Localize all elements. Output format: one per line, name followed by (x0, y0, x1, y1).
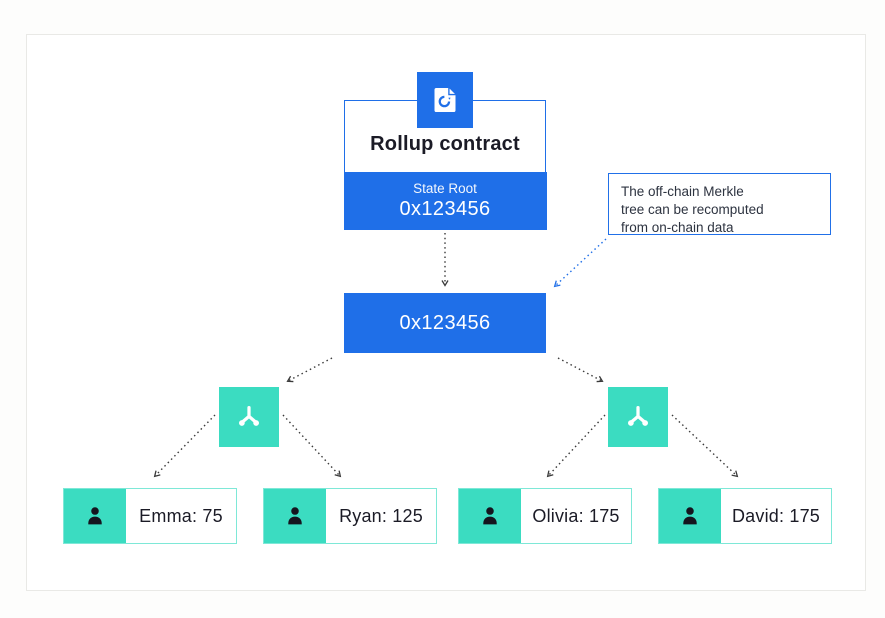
state-root-value: 0x123456 (399, 197, 491, 220)
note-line-1: The off-chain Merkle (621, 184, 744, 199)
avatar (64, 489, 126, 543)
rollup-contract-title: Rollup contract (370, 133, 520, 155)
arrow-root-to-branch-right (557, 357, 604, 383)
branch-node-left (219, 387, 279, 447)
leaf-label: Ryan: 125 (339, 505, 423, 526)
arrow-root-to-branch-left (286, 357, 333, 383)
contract-badge (417, 72, 473, 128)
person-icon (288, 507, 302, 525)
leaf-node-olivia: Olivia: 175 (458, 488, 632, 544)
arrow-note-to-merkle-root (553, 238, 607, 288)
note-line-2: tree can be recomputed (621, 201, 764, 217)
avatar (264, 489, 326, 543)
arrow-branch-left-to-leaf-1 (153, 414, 216, 478)
state-root-label: State Root (413, 180, 477, 196)
note-line-3: from on-chain data (621, 219, 734, 235)
person-icon (683, 507, 697, 525)
arrow-branch-left-to-leaf-2 (282, 414, 342, 478)
diagram-canvas: Rollup contract State Root 0x123456 The … (26, 34, 866, 591)
merkle-branch-icon (239, 406, 259, 426)
avatar (659, 489, 721, 543)
leaf-label: Emma: 75 (139, 505, 223, 526)
rollup-contract-node: Rollup contract State Root 0x123456 (343, 100, 547, 230)
avatar (459, 489, 521, 543)
person-icon (88, 507, 102, 525)
leaf-label: David: 175 (731, 505, 821, 526)
arrow-branch-right-to-leaf-4 (671, 414, 739, 478)
merkle-root-value: 0x123456 (399, 311, 491, 334)
leaf-node-david: David: 175 (658, 488, 832, 544)
leaf-node-ryan: Ryan: 125 (263, 488, 437, 544)
arrow-branch-right-to-leaf-3 (546, 414, 606, 478)
person-icon (483, 507, 497, 525)
leaf-node-emma: Emma: 75 (63, 488, 237, 544)
branch-node-right (608, 387, 668, 447)
merkle-root-node: 0x123456 (344, 293, 546, 353)
offchain-note: The off-chain Merkle tree can be recompu… (608, 173, 831, 235)
leaf-label: Olivia: 175 (532, 505, 620, 526)
contract-document-icon (434, 88, 456, 112)
state-root-section: State Root 0x123456 (343, 171, 547, 230)
merkle-branch-icon (628, 406, 648, 426)
